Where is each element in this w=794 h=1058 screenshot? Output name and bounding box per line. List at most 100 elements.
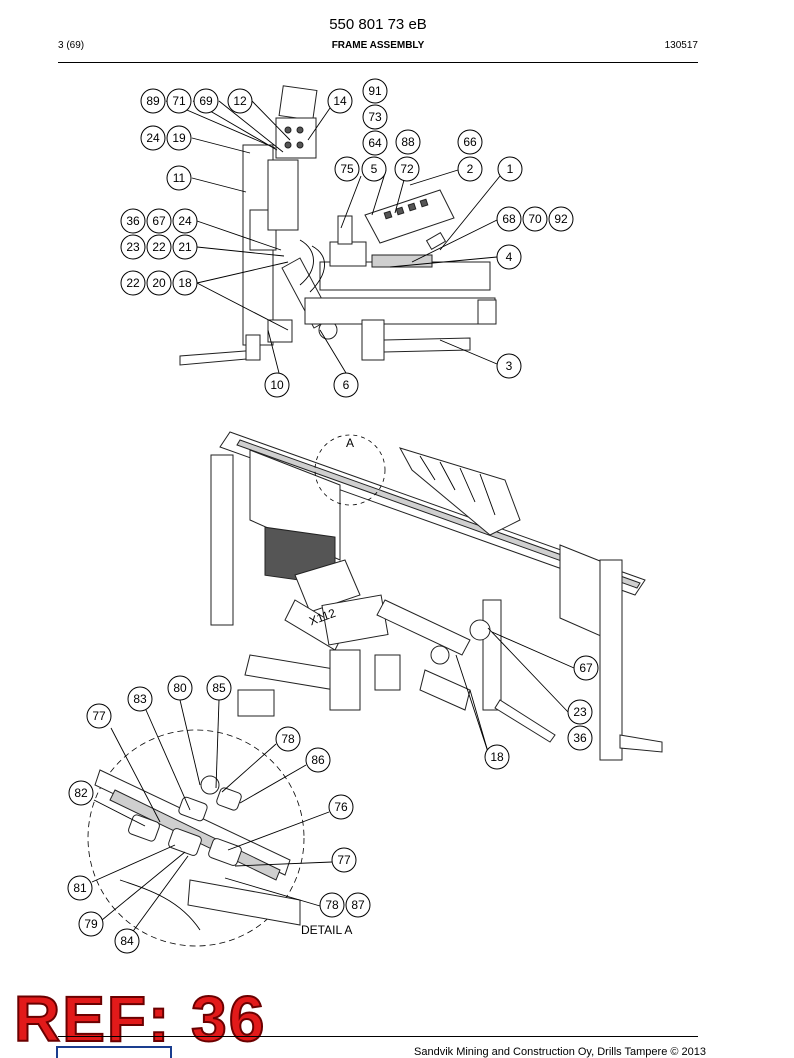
svg-text:89: 89 bbox=[146, 94, 160, 108]
svg-text:68: 68 bbox=[502, 212, 516, 226]
callout: 71 bbox=[166, 88, 192, 114]
callout: 14 bbox=[327, 88, 353, 114]
svg-text:69: 69 bbox=[199, 94, 213, 108]
callout: 10 bbox=[264, 372, 290, 398]
callout: 79 bbox=[78, 911, 104, 937]
document-number: 550 801 73 eB bbox=[329, 16, 427, 33]
ref-stamp: REF: 36 bbox=[13, 982, 267, 1056]
callout: 18 bbox=[484, 744, 510, 770]
svg-text:24: 24 bbox=[146, 131, 160, 145]
detail-a-view bbox=[87, 699, 333, 947]
callout: 87 bbox=[345, 892, 371, 918]
svg-text:66: 66 bbox=[463, 135, 477, 149]
callout: 81 bbox=[67, 875, 93, 901]
svg-text:83: 83 bbox=[133, 692, 147, 706]
svg-text:22: 22 bbox=[126, 276, 140, 290]
control-panel-top bbox=[278, 85, 318, 121]
right-leg bbox=[599, 559, 623, 761]
svg-text:11: 11 bbox=[173, 171, 186, 185]
isometric-frame-view bbox=[210, 431, 663, 761]
svg-text:86: 86 bbox=[311, 753, 325, 767]
svg-text:64: 64 bbox=[368, 136, 382, 150]
copyright-text: Sandvik Mining and Construction Oy, Dril… bbox=[414, 1046, 706, 1058]
svg-text:67: 67 bbox=[579, 661, 593, 675]
svg-text:12: 12 bbox=[233, 94, 247, 108]
svg-text:5: 5 bbox=[371, 162, 378, 176]
svg-text:14: 14 bbox=[333, 94, 347, 108]
callout: 84 bbox=[114, 928, 140, 954]
callout: 5 bbox=[361, 156, 387, 182]
svg-text:24: 24 bbox=[178, 214, 192, 228]
callout: 12 bbox=[227, 88, 253, 114]
callout: 67 bbox=[573, 655, 599, 681]
svg-text:19: 19 bbox=[172, 131, 186, 145]
callout: 70 bbox=[522, 206, 548, 232]
callout: 92 bbox=[548, 206, 574, 232]
callout: 6 bbox=[333, 372, 359, 398]
detail-boundary bbox=[87, 729, 305, 947]
callout: 83 bbox=[127, 686, 153, 712]
svg-text:4: 4 bbox=[506, 250, 513, 264]
svg-text:71: 71 bbox=[172, 94, 186, 108]
svg-text:81: 81 bbox=[73, 881, 87, 895]
view-marker-a: A bbox=[346, 436, 354, 450]
callout: 1 bbox=[497, 156, 523, 182]
svg-text:23: 23 bbox=[573, 705, 587, 719]
callout: 76 bbox=[328, 794, 354, 820]
upper-boom bbox=[319, 261, 491, 291]
callout: 24 bbox=[172, 208, 198, 234]
callouts-detail: 80 85 83 77 78 86 82 76 77 81 78 87 79 8… bbox=[67, 675, 371, 954]
svg-text:36: 36 bbox=[573, 731, 587, 745]
svg-text:79: 79 bbox=[84, 917, 98, 931]
cable-chain bbox=[398, 447, 521, 536]
svg-text:23: 23 bbox=[126, 240, 140, 254]
detail-label: DETAIL A bbox=[301, 923, 352, 937]
svg-text:87: 87 bbox=[351, 898, 365, 912]
callout: 64 bbox=[362, 130, 388, 156]
callout: 78 bbox=[275, 726, 301, 752]
svg-text:91: 91 bbox=[368, 84, 382, 98]
callout: 21 bbox=[172, 234, 198, 260]
callout: 72 bbox=[394, 156, 420, 182]
svg-text:3: 3 bbox=[506, 359, 513, 373]
svg-text:88: 88 bbox=[401, 135, 415, 149]
middle-leg bbox=[482, 599, 502, 711]
callout: 20 bbox=[146, 270, 172, 296]
svg-text:75: 75 bbox=[340, 162, 354, 176]
svg-text:77: 77 bbox=[92, 709, 106, 723]
footer-rule bbox=[58, 1036, 698, 1037]
valve-manifold-iso bbox=[294, 559, 361, 613]
svg-text:72: 72 bbox=[400, 162, 414, 176]
top-assembly-view bbox=[165, 85, 501, 374]
callout: 91 bbox=[362, 78, 388, 104]
svg-text:80: 80 bbox=[173, 681, 187, 695]
callout: 36 bbox=[567, 725, 593, 751]
svg-text:84: 84 bbox=[120, 934, 134, 948]
callout: 36 bbox=[120, 208, 146, 234]
callout: 2 bbox=[457, 156, 483, 182]
callout: 66 bbox=[457, 129, 483, 155]
svg-text:82: 82 bbox=[74, 786, 88, 800]
svg-text:78: 78 bbox=[281, 732, 295, 746]
callout: 75 bbox=[334, 156, 360, 182]
control-panel-body bbox=[275, 117, 317, 159]
svg-text:73: 73 bbox=[368, 110, 382, 124]
svg-text:6: 6 bbox=[343, 378, 350, 392]
callout: 23 bbox=[120, 234, 146, 260]
svg-text:22: 22 bbox=[152, 240, 166, 254]
junction-box bbox=[237, 689, 275, 717]
svg-text:18: 18 bbox=[178, 276, 192, 290]
main-beam bbox=[304, 297, 496, 325]
callout: 24 bbox=[140, 125, 166, 151]
svg-text:20: 20 bbox=[152, 276, 166, 290]
svg-text:92: 92 bbox=[554, 212, 568, 226]
callout: 67 bbox=[146, 208, 172, 234]
callout: 77 bbox=[86, 703, 112, 729]
callouts-top: 89 71 69 12 14 91 73 64 88 66 24 19 75 5… bbox=[120, 78, 574, 398]
callout: 68 bbox=[496, 206, 522, 232]
hydraulic-cylinder bbox=[376, 599, 471, 656]
svg-text:1: 1 bbox=[507, 162, 514, 176]
callout: 18 bbox=[172, 270, 198, 296]
svg-text:2: 2 bbox=[467, 162, 474, 176]
